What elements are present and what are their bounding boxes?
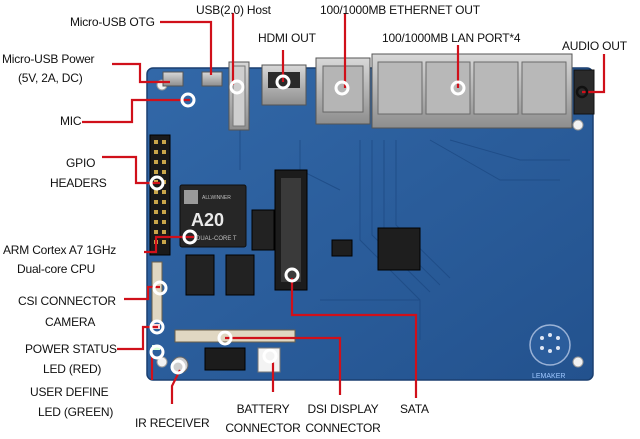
callout-micro-usb-power <box>112 62 170 84</box>
label-audio-out: AUDIO OUT <box>562 39 627 53</box>
pmu-chip <box>377 227 421 271</box>
usb-host-inner <box>232 65 246 127</box>
sata-slot <box>281 178 301 282</box>
callout-audio <box>582 54 606 94</box>
round-component-dots <box>540 333 560 353</box>
uart-header <box>204 347 246 371</box>
label-cpu-line2: Dual-core CPU <box>17 262 96 276</box>
label-micro-usb-otg: Micro-USB OTG <box>70 15 155 29</box>
label-power-status: POWER STATUS <box>25 342 117 356</box>
label-lan-port: 100/1000MB LAN PORT*4 <box>382 31 521 45</box>
round-component <box>529 324 571 366</box>
label-gpio: GPIO <box>66 156 96 170</box>
label-hdmi-out: HDMI OUT <box>258 31 316 45</box>
ram-chip <box>251 209 275 251</box>
label-ir-receiver: IR RECEIVER <box>135 416 210 430</box>
label-mic: MIC <box>60 114 82 128</box>
maker-logo-text: LEMAKER <box>532 373 565 380</box>
label-cpu-line1: ARM Cortex A7 1GHz <box>3 243 117 257</box>
label-battery-line2: CONNECTOR <box>225 421 301 435</box>
soc-model-text: A20 <box>191 210 224 230</box>
label-dsi-line1: DSI DISPLAY <box>307 402 379 416</box>
ram-chip <box>225 254 255 296</box>
label-sata: SATA <box>400 402 429 416</box>
soc-brand-text: ALLWINNER <box>202 195 231 201</box>
callout-micro-usb-otg <box>160 20 213 75</box>
label-led-red: LED (RED) <box>43 362 102 376</box>
label-csi-connector: CSI CONNECTOR <box>18 294 116 308</box>
label-camera: CAMERA <box>45 315 96 329</box>
ethernet-opening <box>322 65 364 113</box>
soc-sub-text: DUAL-CORE T <box>196 236 237 242</box>
callout-dsi <box>225 336 342 395</box>
audio-marker <box>575 85 589 99</box>
label-dsi-line2: CONNECTOR <box>305 421 381 435</box>
callout-ir <box>170 369 181 404</box>
callout-cpu <box>144 235 194 254</box>
label-micro-usb-power-spec: (5V, 2A, DC) <box>18 71 83 85</box>
label-ethernet-out: 100/1000MB ETHERNET OUT <box>320 3 480 17</box>
label-user-define: USER DEFINE <box>30 385 109 399</box>
label-battery-line1: BATTERY <box>236 402 290 416</box>
label-micro-usb-power: Micro-USB Power <box>2 52 95 66</box>
callout-sata <box>290 278 418 398</box>
label-headers: HEADERS <box>50 176 107 190</box>
callout-mic <box>82 98 190 124</box>
ram-chip <box>185 254 215 296</box>
dsi-connector <box>174 329 296 343</box>
lan-port-slots <box>377 61 567 115</box>
label-usb-host: USB(2.0) Host <box>196 3 271 17</box>
soc-logo-mark <box>184 190 198 204</box>
gpio-header <box>149 134 171 256</box>
small-chip <box>331 239 353 257</box>
micro-usb-power-port <box>162 71 184 87</box>
callout-gpio <box>102 155 160 185</box>
marker-circles <box>149 74 466 375</box>
label-led-green: LED (GREEN) <box>38 405 114 419</box>
